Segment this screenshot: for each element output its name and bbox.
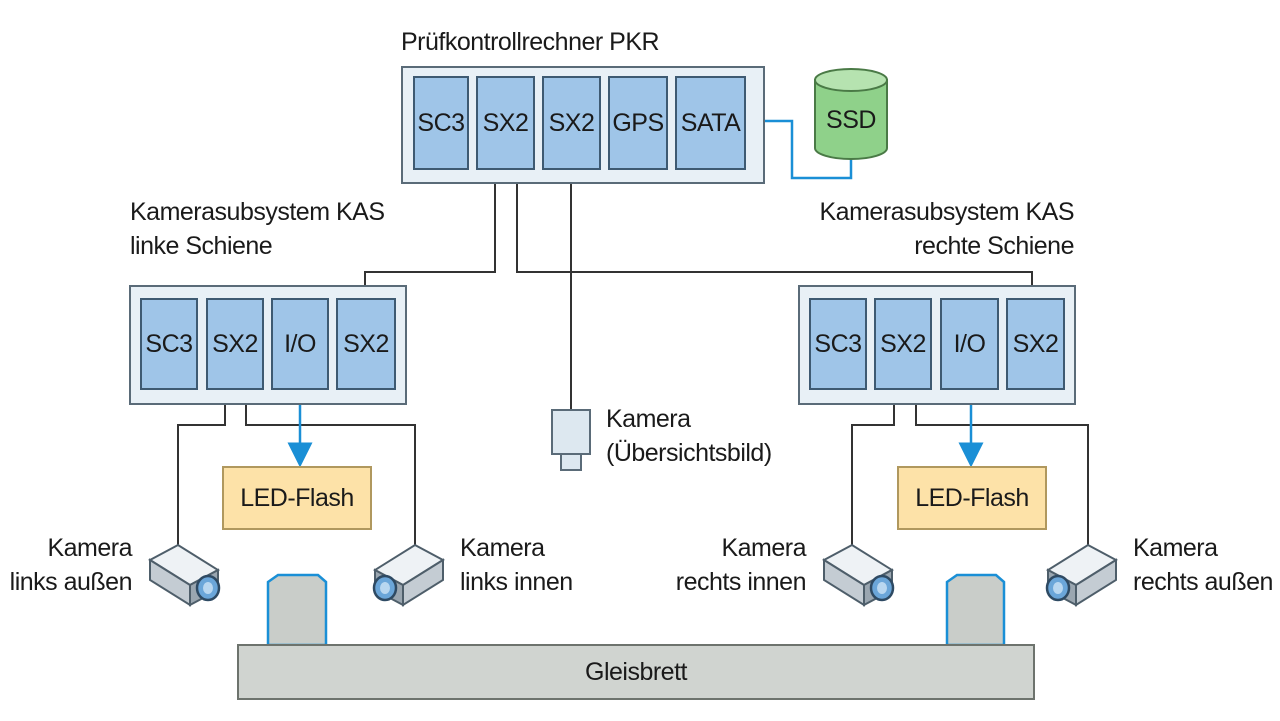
link-left-sx2-to-camera-innen	[245, 390, 416, 545]
pkr-module-gps: GPS	[608, 76, 668, 170]
pkr-module-sx2-1: SX2	[476, 76, 535, 170]
kas-right-module-sc3: SC3	[809, 298, 867, 390]
kas-right-module-io: I/O	[940, 298, 999, 390]
camera-rechts-aussen-label-line1: Kamera	[1133, 534, 1218, 562]
camera-rechts-innen-icon	[822, 543, 895, 607]
overview-camera-label-line2: (Übersichtsbild)	[606, 439, 772, 467]
pkr-module-sata: SATA	[675, 76, 746, 170]
kas-right-heading-line2: rechte Schiene	[914, 232, 1074, 260]
camera-links-aussen-label-line1: Kamera	[47, 534, 132, 562]
camera-links-innen-label-line2: links innen	[460, 568, 573, 596]
camera-links-innen-label-line1: Kamera	[460, 534, 545, 562]
kas-left-module-io: I/O	[271, 298, 329, 390]
overview-camera-label-line1: Kamera	[606, 405, 691, 433]
ssd-label: SSD	[826, 106, 876, 134]
camera-links-innen-icon	[372, 543, 445, 607]
rail-left	[266, 573, 328, 647]
kas-right-module-sx2-1: SX2	[874, 298, 932, 390]
camera-rechts-aussen-label-line2: rechts außen	[1133, 568, 1273, 596]
gleisbrett: Gleisbrett	[237, 644, 1035, 700]
pkr-module-sx2-2: SX2	[542, 76, 601, 170]
pkr-module-sc3: SC3	[413, 76, 469, 170]
link-left-sx2-to-camera-aussen	[177, 390, 226, 545]
kas-left-module-sx2-2: SX2	[336, 298, 396, 390]
kas-right-heading-line1: Kamerasubsystem KAS	[819, 198, 1075, 226]
led-flash-right: LED-Flash	[897, 466, 1047, 530]
kas-left-heading-line2: linke Schiene	[130, 232, 273, 260]
pkr-title: Prüfkontrollrechner PKR	[401, 28, 660, 56]
kas-left-module-sc3: SC3	[140, 298, 198, 390]
kas-left-heading-line1: Kamerasubsystem KAS	[130, 198, 385, 226]
kas-right-module-sx2-2: SX2	[1006, 298, 1065, 390]
camera-rechts-innen-label-line2: rechts innen	[675, 568, 807, 596]
kas-left-module-sx2-1: SX2	[206, 298, 264, 390]
link-right-sx2-to-camera-aussen	[915, 390, 1089, 545]
link-pkr-to-kas-left	[364, 170, 496, 300]
rail-right	[945, 573, 1006, 647]
camera-links-aussen-label-line2: links außen	[9, 568, 133, 596]
overview-camera-icon	[551, 409, 591, 471]
ssd-cylinder	[814, 68, 888, 160]
link-right-sx2-to-camera-innen	[851, 390, 895, 545]
led-flash-left: LED-Flash	[222, 466, 372, 530]
camera-rechts-aussen-icon	[1045, 543, 1118, 607]
camera-links-aussen-icon	[148, 543, 221, 607]
link-sata-to-ssd	[745, 119, 853, 180]
camera-rechts-innen-label-line1: Kamera	[721, 534, 806, 562]
